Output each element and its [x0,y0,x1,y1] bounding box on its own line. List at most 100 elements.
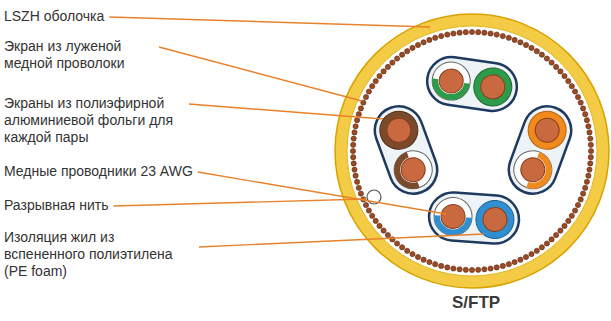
braid-strand [586,124,591,129]
braid-strand [355,118,360,123]
braid-strand [581,191,586,196]
callout-label: LSZH оболочка [4,8,104,25]
braid-strand [588,161,593,166]
leader-line [189,104,383,119]
braid-strand [358,191,363,196]
braid-strand [500,263,505,268]
twisted-pair [424,54,520,114]
braid-strand [544,241,549,246]
braid-strand [427,37,432,42]
braid-strand [578,197,583,202]
braid-strand [494,265,499,270]
braid-strand [581,106,586,111]
braid-strand [463,30,468,35]
braid-strand [358,106,363,111]
braid-strand [482,30,487,35]
braid-strand [469,29,474,34]
braid-strand [400,245,405,250]
leader-line [109,17,430,27]
braid-strand [381,69,386,74]
braid-strand [363,202,368,207]
jacket [335,14,609,288]
leader-line [159,47,362,101]
braid-strand [586,173,591,178]
braid-strand [583,185,588,190]
braid-strand [400,52,405,57]
braid-strand [588,136,593,141]
braid-strand [506,262,511,267]
braid-strand [373,218,378,223]
braid-strand [439,34,444,39]
braid-strand [588,142,593,147]
braid-strand [385,233,390,238]
braid-strand [353,173,358,178]
braid-strand [566,218,571,223]
braid-strand [366,89,371,94]
braid-strand [518,257,523,262]
braid-strand [523,42,528,47]
braid-strand [539,245,544,250]
braid-strand [500,34,505,39]
braid-strand [351,142,356,147]
braid-strand [554,233,559,238]
braid-strand [351,161,356,166]
callout-label: Экраны из полиэфирной алюминиевой фольги… [4,95,184,146]
braid-strand [410,252,415,257]
braid-strand [566,79,571,84]
braid-strand [405,248,410,253]
braid-strand [366,208,371,213]
braid-strand [421,40,426,45]
callout-label: Экран из луженой медной проволоки [4,38,154,72]
braid-strand [523,254,528,259]
braid-strand [351,155,356,160]
braid-strand [433,35,438,40]
braid-strand [549,237,554,242]
braid-strand [584,118,589,123]
braid-strand [385,64,390,69]
braid-strand [506,35,511,40]
braid-strand [558,228,563,233]
braid-strand [476,30,481,35]
braid-strand [363,94,368,99]
braid-strand [512,260,517,265]
braid-strand [410,45,415,50]
braid-strand [395,56,400,61]
braid-strand [575,202,580,207]
braid-strand [529,252,534,257]
leader-line [198,172,446,214]
braid-strand [587,167,592,172]
braid-strand [373,79,378,84]
braid-strand [381,228,386,233]
braid-strand [518,40,523,45]
braid-strand [370,213,375,218]
braid-strand [415,42,420,47]
braid-strand [575,94,580,99]
braid-strand [350,148,355,153]
braid-strand [588,155,593,160]
braid-strand [578,100,583,105]
braid-strand [355,179,360,184]
braid-strand [562,223,567,228]
braid-strand [529,45,534,50]
braid-strand [569,84,574,89]
braid-strand [488,266,493,271]
braid-strand [512,37,517,42]
braid-strand [445,265,450,270]
braid-strand [377,223,382,228]
braid-shield [350,29,593,272]
leader-line [199,234,484,247]
braid-strand [352,130,357,135]
braid-strand [457,30,462,35]
braid-strand [463,267,468,272]
braid-strand [482,267,487,272]
braid-strand [405,49,410,54]
braid-strand [356,185,361,190]
braid-strand [370,84,375,89]
braid-strand [554,64,559,69]
braid-strand [395,241,400,246]
leader-line [114,199,367,206]
callout-label: Изоляция жил из вспененного полиэтилена … [4,229,194,280]
braid-strand [583,112,588,117]
braid-strand [534,248,539,253]
braid-strand [469,267,474,272]
